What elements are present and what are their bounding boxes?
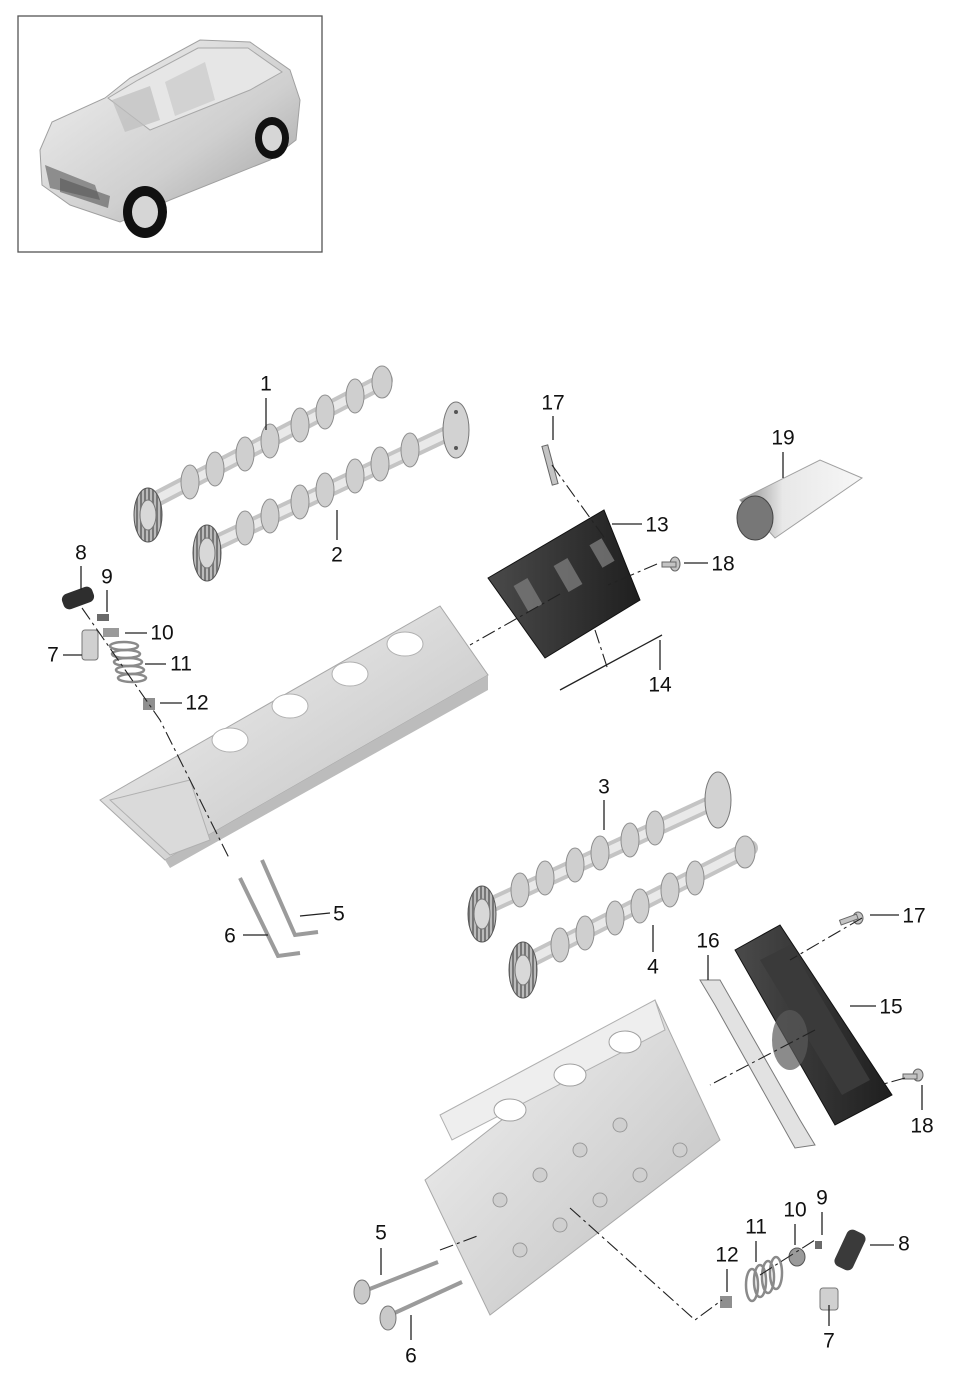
callout-c7a: 7 — [47, 644, 59, 667]
callout-c12b: 12 — [715, 1244, 738, 1267]
bolts — [541, 444, 924, 1082]
suv-car-icon — [39, 39, 301, 238]
camshaft-lower-3 — [467, 771, 732, 943]
callout-c13: 13 — [645, 514, 668, 537]
callout-c9a: 9 — [101, 566, 113, 589]
callout-c7b: 7 — [823, 1330, 835, 1353]
rocker-arm-8a — [61, 586, 95, 610]
callout-c10b: 10 — [783, 1199, 806, 1222]
camshaft-lower-4 — [508, 835, 758, 999]
vehicle-thumbnail — [17, 15, 323, 253]
cylinder-head-upper — [99, 605, 489, 868]
bearing-cover-lower — [734, 924, 893, 1126]
spring-retainer-10a — [103, 628, 119, 637]
callout-c6a: 6 — [224, 925, 236, 948]
callout-c12a: 12 — [185, 692, 208, 715]
gasket-lower — [699, 979, 816, 1149]
valve-6a — [238, 877, 301, 959]
callout-c2: 2 — [331, 544, 343, 567]
callout-c8a: 8 — [75, 542, 87, 565]
bolt-18b — [902, 1073, 918, 1080]
spring-retainer-10b — [788, 1247, 806, 1267]
leader-lines — [63, 398, 923, 1340]
bearing-cover-upper — [487, 509, 641, 659]
bolt-17a — [541, 444, 559, 486]
valve-train-upper — [61, 586, 319, 959]
callout-c19: 19 — [771, 427, 794, 450]
callout-c10a: 10 — [150, 622, 173, 645]
callout-c5a: 5 — [333, 903, 345, 926]
valve-key-9a — [97, 614, 109, 621]
sealant-tube — [736, 459, 864, 541]
callout-c17a: 17 — [541, 392, 564, 415]
callout-c9b: 9 — [816, 1187, 828, 1210]
valve-5b — [361, 1260, 439, 1294]
valve-spring-11a — [108, 640, 148, 684]
callout-labels: 1234556677889910101111121213141516171718… — [47, 373, 934, 1368]
bolt-17b — [838, 913, 859, 926]
cylinder-head-lower — [424, 999, 721, 1316]
valve-train-lower — [353, 1229, 866, 1331]
rocker-arm-8b — [834, 1229, 866, 1271]
callout-c4: 4 — [647, 956, 659, 979]
callout-c16: 16 — [696, 930, 719, 953]
valve-5a — [260, 859, 319, 938]
lash-adjuster-7a — [81, 629, 99, 661]
callout-c1: 1 — [260, 373, 272, 396]
valve-spring-11b — [744, 1255, 784, 1303]
callout-c3: 3 — [598, 776, 610, 799]
callout-c8b: 8 — [898, 1233, 910, 1256]
callout-c18a: 18 — [711, 553, 734, 576]
callout-c11b: 11 — [745, 1216, 767, 1239]
camshaft-upper-2 — [192, 401, 470, 582]
callout-c14: 14 — [648, 674, 672, 697]
bolt-18a — [661, 561, 677, 568]
callout-c6b: 6 — [405, 1345, 417, 1368]
callout-c18b: 18 — [910, 1115, 933, 1138]
callout-c5b: 5 — [375, 1222, 387, 1245]
callout-c11a: 11 — [170, 653, 192, 676]
valve-stem-seal-12a — [143, 698, 155, 710]
camshaft-upper-1 — [133, 365, 393, 543]
callout-c17b: 17 — [902, 905, 925, 928]
callout-c15: 15 — [879, 996, 902, 1019]
valve-stem-seal-12b — [720, 1296, 732, 1308]
assembly-lines — [81, 464, 906, 1321]
valve-6b — [387, 1280, 463, 1318]
valve-key-9b — [815, 1241, 822, 1249]
